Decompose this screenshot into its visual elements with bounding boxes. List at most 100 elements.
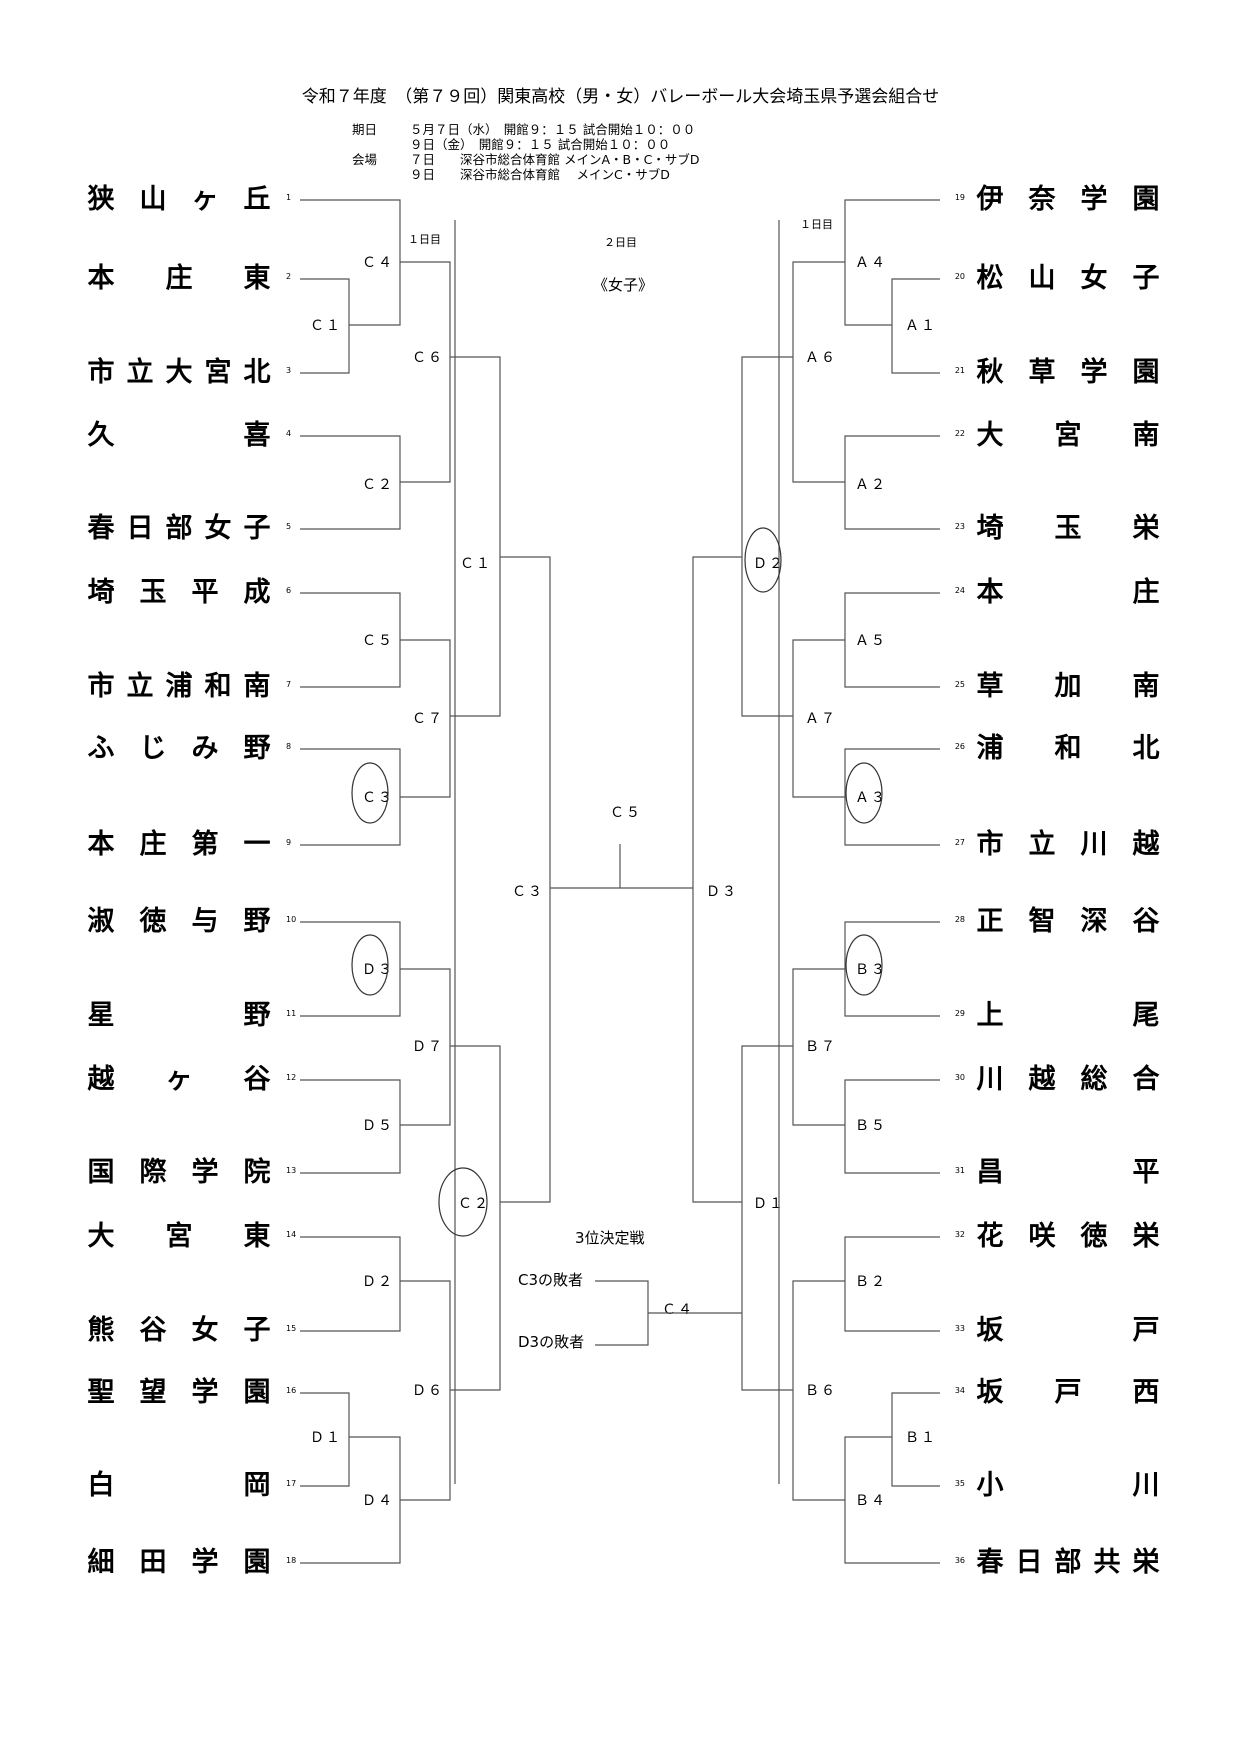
team-name: ふじみ野 xyxy=(87,733,271,764)
team-seed-number: 24 xyxy=(954,586,965,595)
bracket-line xyxy=(300,1236,401,1332)
team-name: 越ヶ谷 xyxy=(87,1064,271,1095)
match-label-a2: Ａ２ xyxy=(855,477,887,493)
team-name: 市立大宮北 xyxy=(87,357,271,388)
bracket-line xyxy=(891,1392,940,1487)
team-name: 埼玉栄 xyxy=(976,513,1160,544)
match-label-c7: Ｃ７ xyxy=(412,711,444,727)
team-name: 春日部女子 xyxy=(87,513,271,544)
team-name: 市立川越 xyxy=(976,829,1160,860)
team-name: 浦和北 xyxy=(976,733,1160,764)
division-label: 《女子》 xyxy=(593,276,654,294)
match-label-d1-semi: Ｄ１ xyxy=(753,1196,785,1212)
bracket-line xyxy=(300,1079,401,1174)
team-seed-number: 10 xyxy=(286,915,297,924)
team-seed-number: 8 xyxy=(286,742,292,751)
bracket-line xyxy=(300,1436,401,1564)
bracket-line xyxy=(741,1045,793,1391)
match-label-third-place-c4: Ｃ４ xyxy=(662,1302,694,1318)
team-seed-number: 23 xyxy=(954,522,965,531)
bracket-line xyxy=(792,639,845,798)
match-label-b7: Ｂ７ xyxy=(805,1039,837,1055)
team-seed-number: 20 xyxy=(954,272,965,281)
bracket-line xyxy=(300,921,401,1017)
match-label-c1-semi: Ｃ１ xyxy=(460,556,492,572)
court-circle-mark xyxy=(744,527,782,593)
team-seed-number: 29 xyxy=(954,1009,965,1018)
team-seed-number: 2 xyxy=(286,272,292,281)
match-label-b3: Ｂ３ xyxy=(855,962,887,978)
bracket-line xyxy=(400,261,451,483)
team-seed-number: 32 xyxy=(954,1230,965,1239)
team-seed-number: 34 xyxy=(954,1386,965,1395)
team-seed-number: 14 xyxy=(286,1230,297,1239)
bracket-line xyxy=(300,748,401,846)
team-seed-number: 25 xyxy=(954,680,965,689)
team-name: 草加南 xyxy=(976,671,1160,702)
match-label-a3: Ａ３ xyxy=(855,790,887,806)
match-label-b6: Ｂ６ xyxy=(805,1383,837,1399)
team-name: 大宮南 xyxy=(976,420,1160,451)
match-label-a5: Ａ５ xyxy=(855,633,887,649)
match-label-b1: Ｂ１ xyxy=(905,1430,937,1446)
day1-label-right: １日目 xyxy=(800,218,833,231)
schedule-venue-label: 会場 xyxy=(352,152,378,167)
team-name: 大宮東 xyxy=(87,1221,271,1252)
match-label-d2-semi: Ｄ２ xyxy=(753,556,785,572)
match-label-b4: Ｂ４ xyxy=(855,1493,887,1509)
team-seed-number: 16 xyxy=(286,1386,297,1395)
team-seed-number: 13 xyxy=(286,1166,297,1175)
court-circle-mark xyxy=(845,762,883,824)
team-name: 坂戸西 xyxy=(976,1377,1160,1408)
team-seed-number: 11 xyxy=(286,1009,297,1018)
schedule-venue-2: ９日 深谷市総合体育館 メインC・サブD xyxy=(410,167,670,182)
team-name: 伊奈学園 xyxy=(976,184,1160,215)
team-seed-number: 4 xyxy=(286,429,292,438)
match-label-c5-left: Ｃ５ xyxy=(362,633,394,649)
match-label-c3-left: Ｃ３ xyxy=(362,790,394,806)
team-name: 聖望学園 xyxy=(87,1377,271,1408)
match-label-c2-left: Ｃ２ xyxy=(362,477,394,493)
team-name: 本庄 xyxy=(976,577,1160,608)
match-label-a4: Ａ４ xyxy=(855,255,887,271)
team-seed-number: 36 xyxy=(954,1556,965,1565)
bracket-line xyxy=(792,968,845,1126)
bracket-line xyxy=(400,968,451,1126)
team-name: 市立浦和南 xyxy=(87,671,271,702)
team-seed-number: 27 xyxy=(954,838,965,847)
bracket-line xyxy=(300,435,401,530)
team-seed-number: 12 xyxy=(286,1073,297,1082)
team-seed-number: 22 xyxy=(954,429,965,438)
match-label-a7: Ａ７ xyxy=(805,711,837,727)
match-label-d3-semi: Ｄ３ xyxy=(706,884,738,900)
team-name: 細田学園 xyxy=(87,1547,271,1578)
team-seed-number: 9 xyxy=(286,838,292,847)
bracket-line xyxy=(844,592,940,688)
team-seed-number: 15 xyxy=(286,1324,297,1333)
team-seed-number: 19 xyxy=(954,193,965,202)
third-place-entry-2: D3の敗者 xyxy=(518,1333,585,1351)
team-name: 国際学院 xyxy=(87,1157,271,1188)
schedule-venue-1: ７日 深谷市総合体育館 メインA・B・C・サブD xyxy=(410,152,700,167)
match-label-d2-left: Ｄ２ xyxy=(362,1274,394,1290)
team-name: 埼玉平成 xyxy=(87,577,271,608)
team-seed-number: 35 xyxy=(954,1479,965,1488)
bracket-line xyxy=(844,1079,940,1174)
bracket-line xyxy=(400,639,451,798)
team-name: 秋草学園 xyxy=(976,357,1160,388)
third-place-title: 3位決定戦 xyxy=(575,1229,645,1247)
day1-label-left: １日目 xyxy=(408,233,441,246)
team-name: 小川 xyxy=(976,1470,1160,1501)
team-name: 星野 xyxy=(87,1000,271,1031)
third-place-entry-1: C3の敗者 xyxy=(518,1271,584,1289)
schedule-date-label: 期日 xyxy=(352,122,378,137)
bracket-line xyxy=(891,278,940,374)
bracket-line xyxy=(844,435,940,530)
team-name: 白岡 xyxy=(87,1470,271,1501)
court-circle-mark xyxy=(351,934,389,996)
bracket-line xyxy=(300,278,350,374)
bracket-line xyxy=(400,1280,451,1501)
team-name: 松山女子 xyxy=(976,263,1160,294)
match-label-d3-left: Ｄ３ xyxy=(362,962,394,978)
